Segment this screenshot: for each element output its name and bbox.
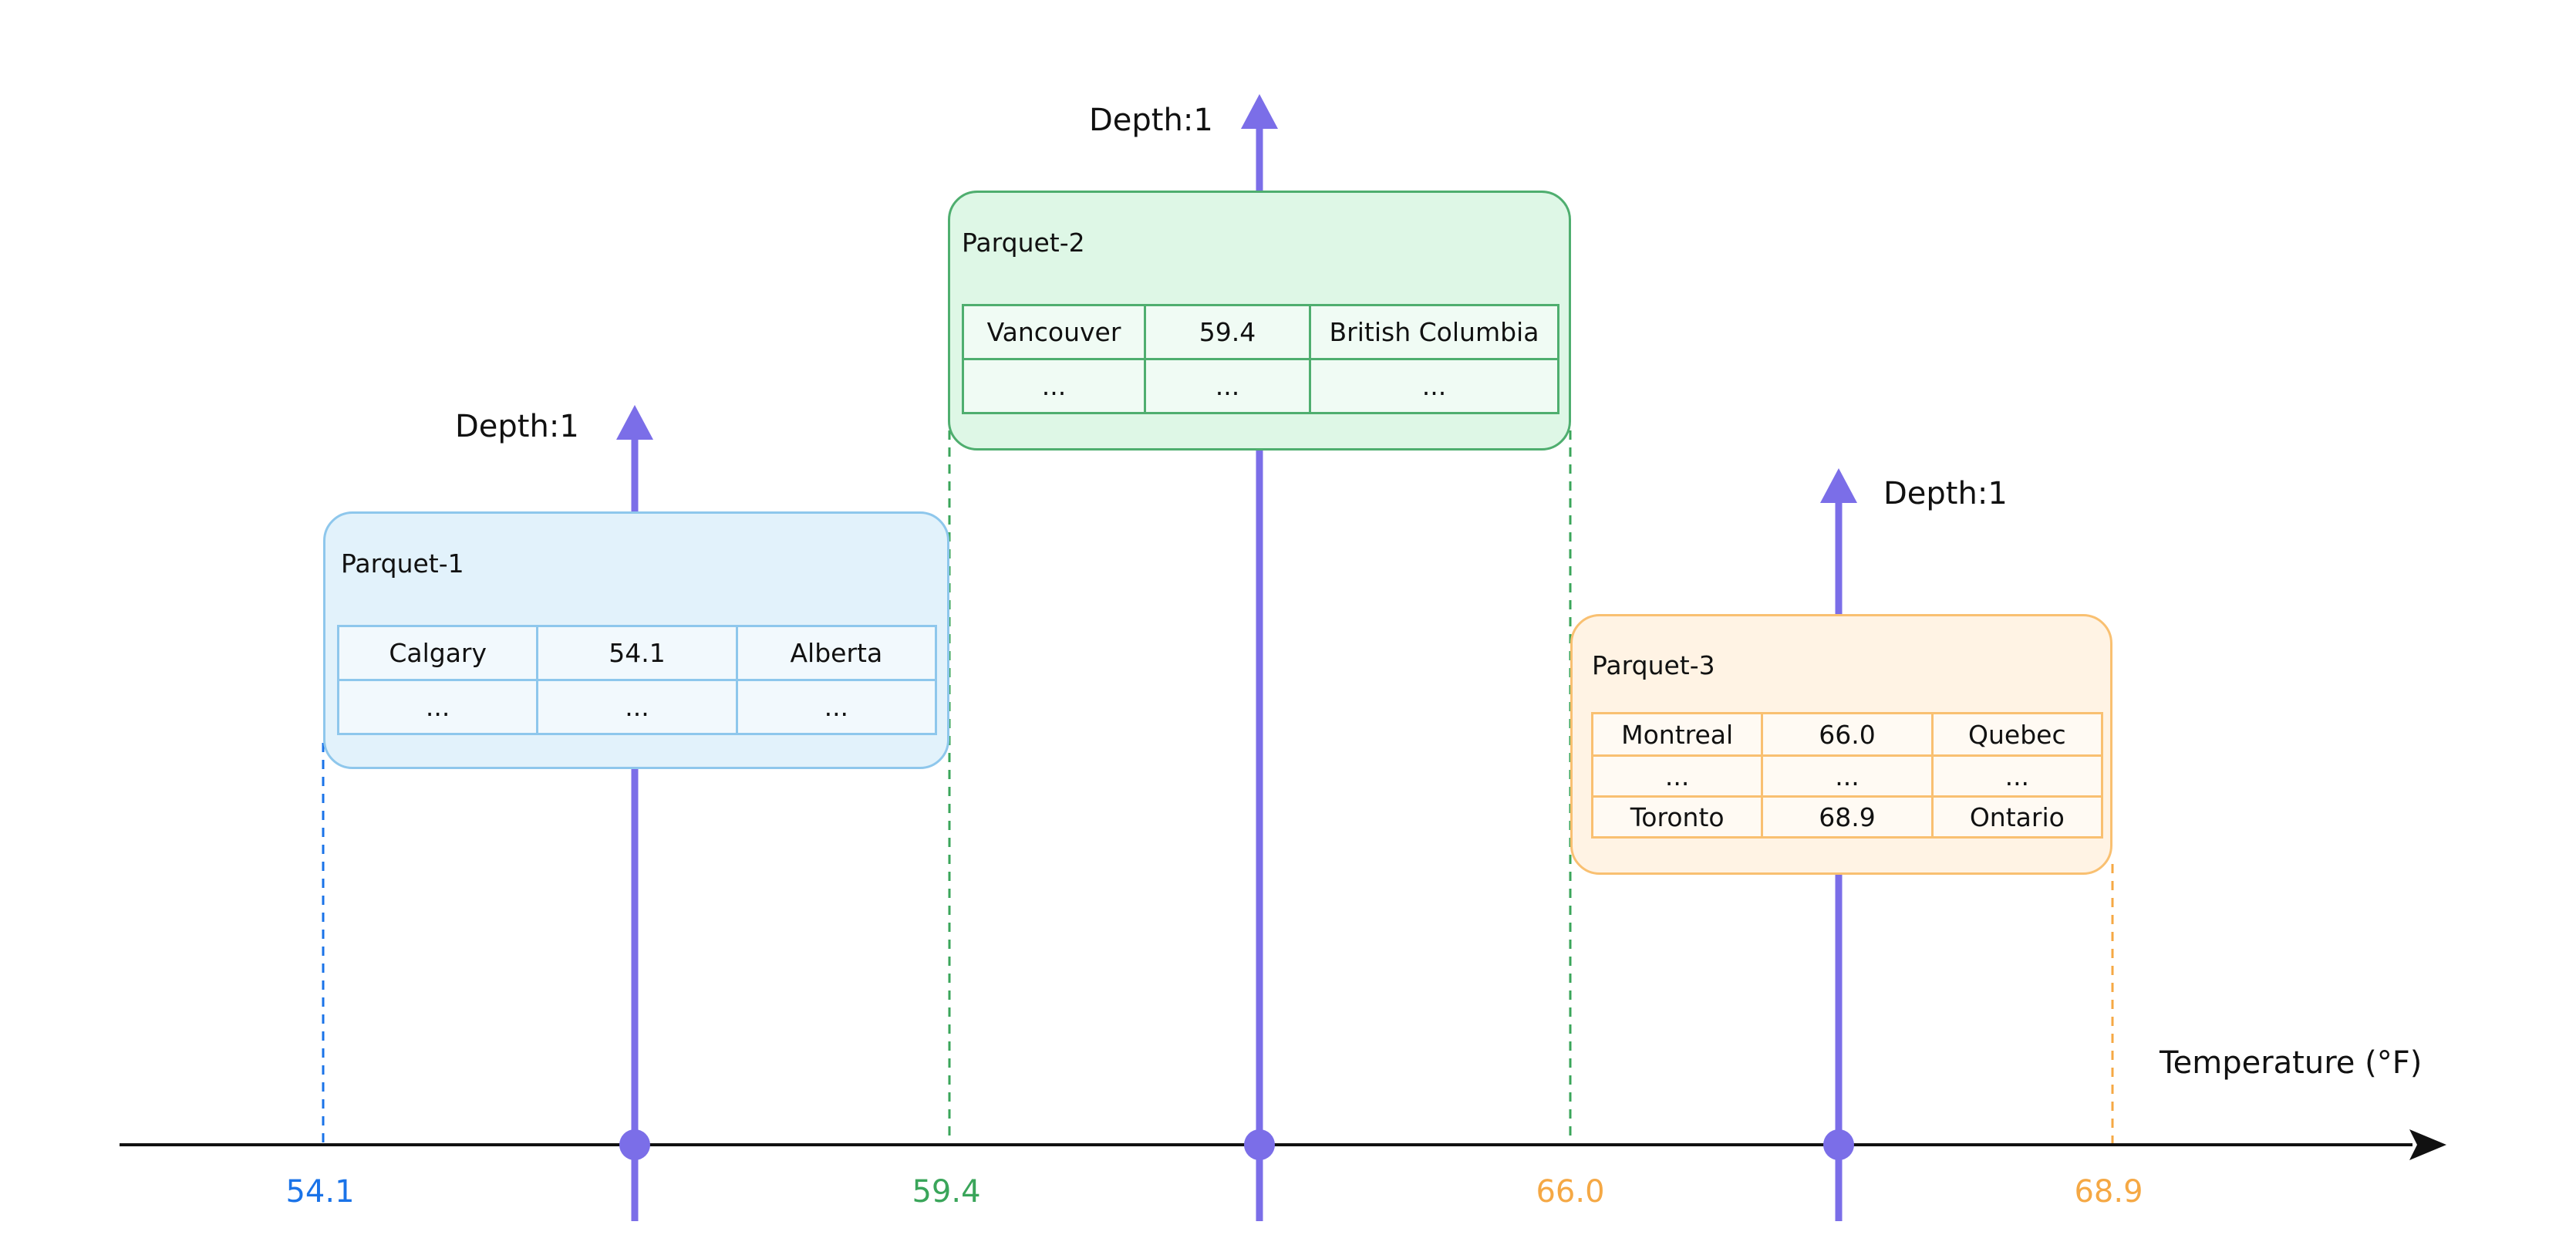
table-row: ... ... ... (336, 679, 938, 735)
table-cell: ... (536, 679, 738, 735)
axis-title: Temperature (°F) (2160, 1045, 2423, 1081)
parquet-1-title: Parquet-1 (341, 548, 464, 579)
table-cell: Calgary (336, 625, 539, 681)
table-cell: 59.4 (1144, 304, 1311, 360)
stem-3-axis-dot (1823, 1129, 1854, 1160)
parquet-2-title: Parquet-2 (962, 228, 1085, 258)
tick-label-66-0: 66.0 (1536, 1174, 1605, 1210)
stem-3-arrow-head (1820, 468, 1857, 503)
tick-label-59-4: 59.4 (912, 1174, 981, 1210)
table-cell: ... (962, 358, 1146, 414)
table-cell: ... (1309, 358, 1559, 414)
table-cell: ... (1930, 754, 2104, 798)
table-cell: ... (735, 679, 938, 735)
table-cell: 68.9 (1761, 795, 1934, 839)
table-row: Montreal 66.0 Quebec (1590, 712, 2104, 757)
parquet-1-table: Calgary 54.1 Alberta ... ... ... (336, 625, 938, 735)
parquet-3-card: Parquet-3 Montreal 66.0 Quebec ... ... .… (1570, 614, 2112, 875)
table-cell: Montreal (1590, 712, 1764, 757)
depth-label-2: Depth:1 (1089, 103, 1213, 138)
table-cell: Toronto (1590, 795, 1764, 839)
table-row: Calgary 54.1 Alberta (336, 625, 938, 681)
temperature-axis-arrow-head (2409, 1129, 2446, 1160)
stem-2-axis-dot (1244, 1129, 1275, 1160)
stem-2-arrow-head (1241, 94, 1278, 129)
table-cell: British Columbia (1309, 304, 1559, 360)
depth-label-3: Depth:1 (1883, 476, 2008, 511)
tick-label-68-9: 68.9 (2074, 1174, 2143, 1210)
stem-1-axis-dot (619, 1129, 650, 1160)
table-cell: Quebec (1930, 712, 2104, 757)
table-cell: ... (336, 679, 539, 735)
parquet-2-table: Vancouver 59.4 British Columbia ... ... … (962, 304, 1559, 414)
table-cell: Ontario (1930, 795, 2104, 839)
parquet-3-title: Parquet-3 (1592, 650, 1715, 680)
table-cell: ... (1590, 754, 1764, 798)
table-cell: Alberta (735, 625, 938, 681)
table-row: ... ... ... (1590, 754, 2104, 798)
tick-label-54-1: 54.1 (285, 1174, 355, 1210)
parquet-1-card: Parquet-1 Calgary 54.1 Alberta ... ... .… (323, 511, 949, 769)
table-cell: ... (1761, 754, 1934, 798)
table-cell: Vancouver (962, 304, 1146, 360)
table-cell: 66.0 (1761, 712, 1934, 757)
table-row: Toronto 68.9 Ontario (1590, 795, 2104, 839)
table-cell: ... (1144, 358, 1311, 414)
parquet-2-card: Parquet-2 Vancouver 59.4 British Columbi… (948, 191, 1571, 451)
table-row: ... ... ... (962, 358, 1559, 414)
table-row: Vancouver 59.4 British Columbia (962, 304, 1559, 360)
stem-1-arrow-head (616, 405, 653, 440)
table-cell: 54.1 (536, 625, 738, 681)
parquet-3-table: Montreal 66.0 Quebec ... ... ... Toronto… (1590, 712, 2104, 839)
depth-label-1: Depth:1 (455, 409, 579, 444)
